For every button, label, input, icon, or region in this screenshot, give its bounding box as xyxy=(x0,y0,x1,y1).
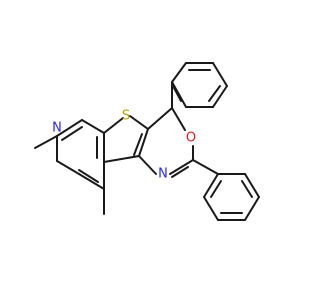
bond-pyr-2 xyxy=(81,119,105,134)
bond-ox-4 xyxy=(169,159,194,175)
bond-thio-4 xyxy=(103,155,140,163)
bond-ph1-d-double xyxy=(208,85,221,102)
bond-ox-4-double xyxy=(171,166,189,178)
bond-pyr-6 xyxy=(56,160,80,175)
bond-ph1-a xyxy=(171,62,187,83)
bond-pyr-1-double xyxy=(61,126,83,141)
bond-ph1-f xyxy=(171,81,187,108)
atom-o: O xyxy=(186,131,196,146)
bond-thio-3 xyxy=(138,128,149,157)
bond-ox-1 xyxy=(147,107,173,130)
bond-thio-2 xyxy=(129,115,149,130)
bond-methyl-c7 xyxy=(34,135,58,149)
bond-ox-2 xyxy=(171,107,186,131)
bond-ph1-f-double xyxy=(172,85,182,102)
molecule-canvas: N S O N xyxy=(34,62,260,221)
bond-ph2-e xyxy=(203,196,219,221)
atom-n-pyridine: N xyxy=(52,121,62,136)
bond-ph2-b xyxy=(244,173,260,198)
bond-ph2-f xyxy=(203,173,219,198)
bond-thio-3-double xyxy=(133,133,143,156)
bond-ph2-link xyxy=(192,159,219,175)
bond-ph1-c xyxy=(212,62,228,87)
bond-ph2-f-double xyxy=(210,180,222,198)
bond-thio-1 xyxy=(103,117,124,134)
molecule-structure: N S O N xyxy=(34,62,260,221)
bond-pyr-5-double xyxy=(78,169,99,183)
bond-ox-5 xyxy=(138,155,157,175)
bond-ph2-b-double xyxy=(241,180,253,198)
atom-s: S xyxy=(122,109,130,124)
bond-ph1-d xyxy=(212,85,228,108)
atom-n-oxazine: N xyxy=(158,167,168,182)
bond-ph2-c xyxy=(244,196,260,221)
bond-pyr-5 xyxy=(78,173,105,190)
bond-pyr-1 xyxy=(56,119,83,137)
